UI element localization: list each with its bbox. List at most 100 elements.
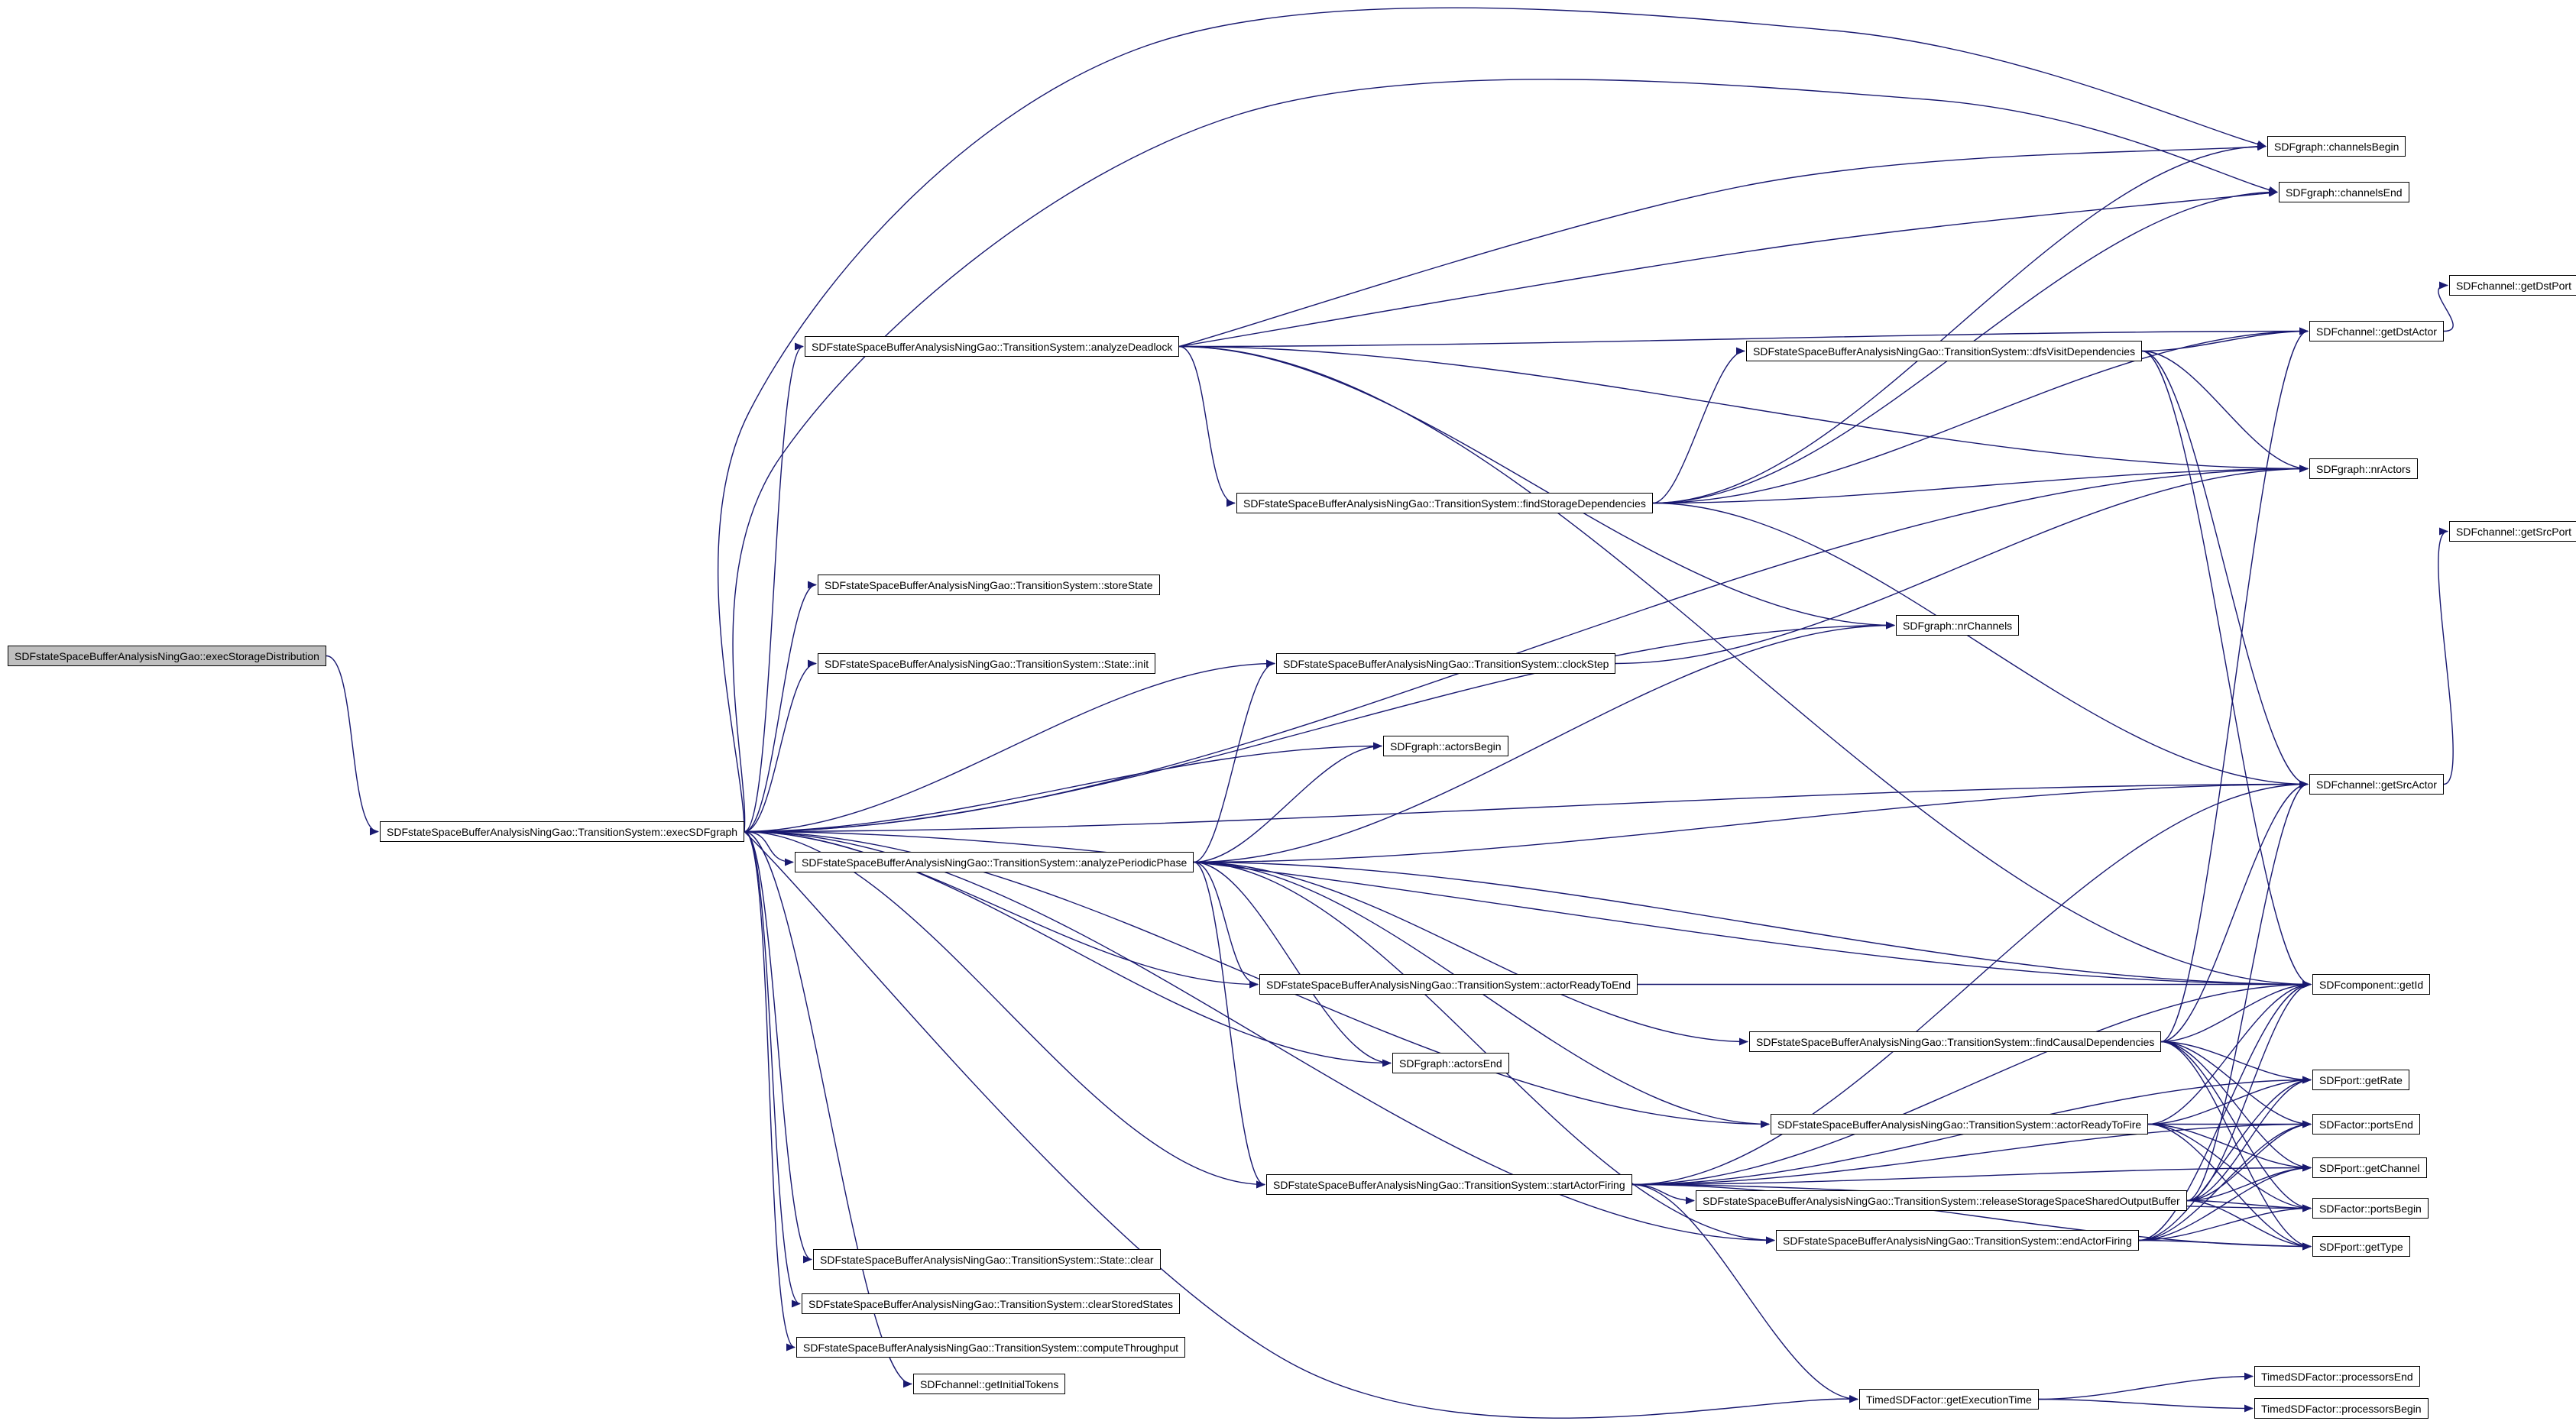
node-channelsEnd[interactable]: SDFgraph::channelsEnd [2279,182,2409,202]
node-actorsBegin[interactable]: SDFgraph::actorsBegin [1383,736,1508,756]
node-processorsEnd[interactable]: TimedSDFactor::processorsEnd [2254,1366,2420,1387]
edge-startActorFiring-to-getChannel [1631,1164,2312,1186]
edge-execSDFgraph-to-getSrcActor [744,780,2309,833]
edge-dfsVisitDependencies-to-getDstActor [2141,327,2309,352]
edge-execSDFgraph-to-analyzeDeadlock [744,342,804,833]
edge-actorReadyToFire-to-portsBegin [2147,1123,2312,1212]
node-nrActors[interactable]: SDFgraph::nrActors [2309,458,2418,479]
node-execStorageDistribution[interactable]: SDFstateSpaceBufferAnalysisNingGao::exec… [8,646,326,666]
edge-analyzeDeadlock-to-findStorageDependencies [1178,345,1236,507]
edge-analyzePeriodicPhase-to-actorReadyToEnd [1193,861,1259,989]
edge-analyzeDeadlock-to-nrChannels [1178,345,1895,630]
node-nrChannels[interactable]: SDFgraph::nrChannels [1896,615,2020,636]
edge-execSDFgraph-to-actorReadyToEnd [744,830,1259,989]
edge-analyzeDeadlock-to-channelsBegin [1178,143,2267,348]
edge-execSDFgraph-to-clockStep [744,659,1275,833]
edge-execSDFgraph-to-channelsBegin [717,7,2267,832]
edge-findStorageDependencies-to-getDstActor [1652,327,2309,504]
node-channelsBegin[interactable]: SDFgraph::channelsBegin [2267,136,2406,157]
edge-findCausalDependencies-to-portsEnd [2160,1041,2312,1128]
edge-releaseStorageSpaceSharedOutputBuffer-to-getType [2186,1199,2312,1251]
edge-execSDFgraph-to-computeThroughput [744,830,795,1351]
edge-startActorFiring-to-getId [1631,980,2312,1186]
node-getExecutionTime[interactable]: TimedSDFactor::getExecutionTime [1859,1389,2039,1410]
node-analyzePeriodicPhase[interactable]: SDFstateSpaceBufferAnalysisNingGao::Tran… [795,852,1194,872]
node-analyzeDeadlock[interactable]: SDFstateSpaceBufferAnalysisNingGao::Tran… [805,336,1180,357]
edge-analyzePeriodicPhase-to-startActorFiring [1193,861,1265,1189]
node-stateClear[interactable]: SDFstateSpaceBufferAnalysisNingGao::Tran… [813,1249,1161,1270]
edge-dfsVisitDependencies-to-getId [2141,350,2312,989]
node-actorsEnd[interactable]: SDFgraph::actorsEnd [1392,1053,1509,1073]
edge-releaseStorageSpaceSharedOutputBuffer-to-getSrcActor [2186,780,2309,1202]
node-getSrcActor[interactable]: SDFchannel::getSrcActor [2309,774,2444,795]
node-getInitialTokens[interactable]: SDFchannel::getInitialTokens [913,1374,1066,1394]
edge-findStorageDependencies-to-nrActors [1652,464,2309,504]
node-findCausalDependencies[interactable]: SDFstateSpaceBufferAnalysisNingGao::Tran… [1749,1031,2162,1052]
edge-startActorFiring-to-portsEnd [1631,1120,2312,1186]
node-endActorFiring[interactable]: SDFstateSpaceBufferAnalysisNingGao::Tran… [1776,1230,2139,1251]
node-getSrcPort[interactable]: SDFchannel::getSrcPort [2449,521,2576,542]
node-startActorFiring[interactable]: SDFstateSpaceBufferAnalysisNingGao::Tran… [1266,1174,1632,1195]
edge-endActorFiring-to-getType [2138,1239,2312,1251]
edge-execSDFgraph-to-nrChannels [744,621,1895,833]
node-actorReadyToEnd[interactable]: SDFstateSpaceBufferAnalysisNingGao::Tran… [1259,974,1638,995]
edge-endActorFiring-to-portsBegin [2138,1204,2312,1241]
edge-releaseStorageSpaceSharedOutputBuffer-to-getRate [2186,1076,2312,1202]
edge-analyzeDeadlock-to-nrActors [1178,345,2309,473]
node-computeThroughput[interactable]: SDFstateSpaceBufferAnalysisNingGao::Tran… [796,1337,1186,1358]
edge-startActorFiring-to-releaseStorageSpaceSharedOutputBuffer [1631,1183,1695,1205]
edge-endActorFiring-to-getChannel [2138,1164,2312,1241]
node-getChannel[interactable]: SDFport::getChannel [2312,1157,2427,1178]
edge-execSDFgraph-to-storeState [744,581,817,833]
edge-clockStep-to-nrActors [1615,464,2309,665]
edge-findCausalDependencies-to-getSrcActor [2160,780,2309,1043]
edge-actorReadyToFire-to-getId [2147,980,2312,1125]
edge-execSDFgraph-to-clearStoredStates [744,830,801,1308]
edge-analyzePeriodicPhase-to-actorsEnd [1193,861,1392,1067]
node-getDstPort[interactable]: SDFchannel::getDstPort [2449,275,2576,296]
node-dfsVisitDependencies[interactable]: SDFstateSpaceBufferAnalysisNingGao::Tran… [1746,341,2143,361]
node-getId[interactable]: SDFcomponent::getId [2312,974,2431,995]
edge-findStorageDependencies-to-getSrcActor [1652,502,2309,788]
node-clearStoredStates[interactable]: SDFstateSpaceBufferAnalysisNingGao::Tran… [802,1293,1180,1314]
node-storeState[interactable]: SDFstateSpaceBufferAnalysisNingGao::Tran… [818,575,1160,595]
edge-findCausalDependencies-to-getRate [2160,1041,2312,1084]
edge-findCausalDependencies-to-getChannel [2160,1041,2312,1172]
edge-analyzePeriodicPhase-to-findCausalDependencies [1193,861,1748,1046]
edge-analyzePeriodicPhase-to-getId [1193,861,2312,989]
edge-actorReadyToFire-to-getChannel [2147,1123,2312,1172]
node-getType[interactable]: SDFport::getType [2312,1236,2410,1257]
node-portsEnd[interactable]: SDFactor::portsEnd [2312,1114,2420,1135]
node-getDstActor[interactable]: SDFchannel::getDstActor [2309,321,2444,341]
edge-analyzePeriodicPhase-to-actorsBegin [1193,742,1382,863]
edge-releaseStorageSpaceSharedOutputBuffer-to-portsBegin [2186,1199,2312,1212]
edge-dfsVisitDependencies-to-getSrcActor [2141,350,2309,788]
node-releaseStorageSpaceSharedOutputBuffer[interactable]: SDFstateSpaceBufferAnalysisNingGao::Tran… [1696,1190,2187,1211]
edge-actorReadyToFire-to-getRate [2147,1076,2312,1125]
edge-findStorageDependencies-to-dfsVisitDependencies [1652,347,1745,504]
node-stateInit[interactable]: SDFstateSpaceBufferAnalysisNingGao::Tran… [818,653,1156,674]
edge-execSDFgraph-to-actorsBegin [744,742,1382,833]
edge-findCausalDependencies-to-portsBegin [2160,1041,2312,1212]
node-processorsBegin[interactable]: TimedSDFactor::processorsBegin [2254,1398,2429,1419]
edge-findCausalDependencies-to-getType [2160,1041,2312,1251]
edge-analyzePeriodicPhase-to-clockStep [1193,659,1275,863]
node-portsBegin[interactable]: SDFactor::portsBegin [2312,1198,2429,1219]
node-findStorageDependencies[interactable]: SDFstateSpaceBufferAnalysisNingGao::Tran… [1236,493,1653,513]
edge-analyzeDeadlock-to-getId [1178,345,2312,989]
edge-getSrcActor-to-getSrcPort [2438,527,2454,785]
edge-execSDFgraph-to-getId [744,830,2312,989]
node-execSDFgraph[interactable]: SDFstateSpaceBufferAnalysisNingGao::Tran… [380,821,745,842]
edge-dfsVisitDependencies-to-nrActors [2141,350,2309,473]
edge-findStorageDependencies-to-channelsBegin [1652,142,2267,504]
node-clockStep[interactable]: SDFstateSpaceBufferAnalysisNingGao::Tran… [1276,653,1616,674]
edge-execSDFgraph-to-getExecutionTime [744,830,1858,1419]
edge-getExecutionTime-to-processorsEnd [2038,1372,2254,1400]
node-getRate[interactable]: SDFport::getRate [2312,1070,2409,1090]
edge-endActorFiring-to-getId [2138,980,2312,1241]
node-actorReadyToFire[interactable]: SDFstateSpaceBufferAnalysisNingGao::Tran… [1771,1114,2149,1135]
edge-releaseStorageSpaceSharedOutputBuffer-to-portsEnd [2186,1120,2312,1202]
edge-startActorFiring-to-getExecutionTime [1631,1183,1858,1403]
